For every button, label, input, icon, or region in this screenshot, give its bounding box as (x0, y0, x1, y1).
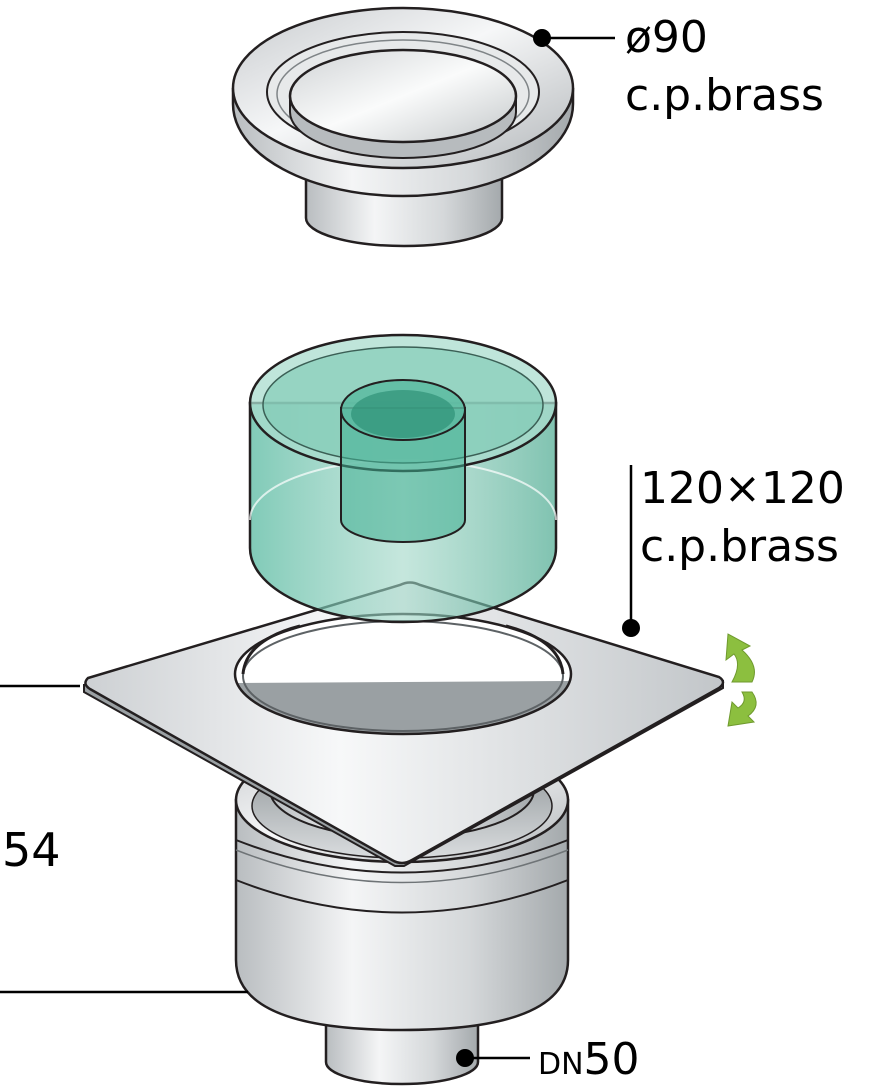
outlet-prefix: DN (538, 1047, 584, 1082)
square-plate (83, 581, 725, 867)
leader-lines (0, 36, 633, 1060)
water-trap (248, 333, 558, 624)
cover-material-label: c.p.brass (625, 70, 824, 121)
cover-cap (288, 48, 518, 144)
outlet-size: 50 (584, 1034, 640, 1085)
plate-material-label: c.p.brass (640, 521, 839, 572)
rotate-arrow-icon (725, 633, 757, 727)
leader-dots (456, 29, 640, 1067)
plate-size-label: 120×120 (640, 463, 845, 514)
height-dimension-label: 54 (2, 823, 61, 877)
trap-inner-tube (340, 407, 466, 543)
cover-grate (231, 6, 575, 248)
body-shell (234, 798, 570, 1032)
outlet-label: DN50 (538, 1034, 640, 1085)
cover-size-label: ø90 (625, 12, 708, 63)
outlet-pipe (324, 1014, 480, 1086)
